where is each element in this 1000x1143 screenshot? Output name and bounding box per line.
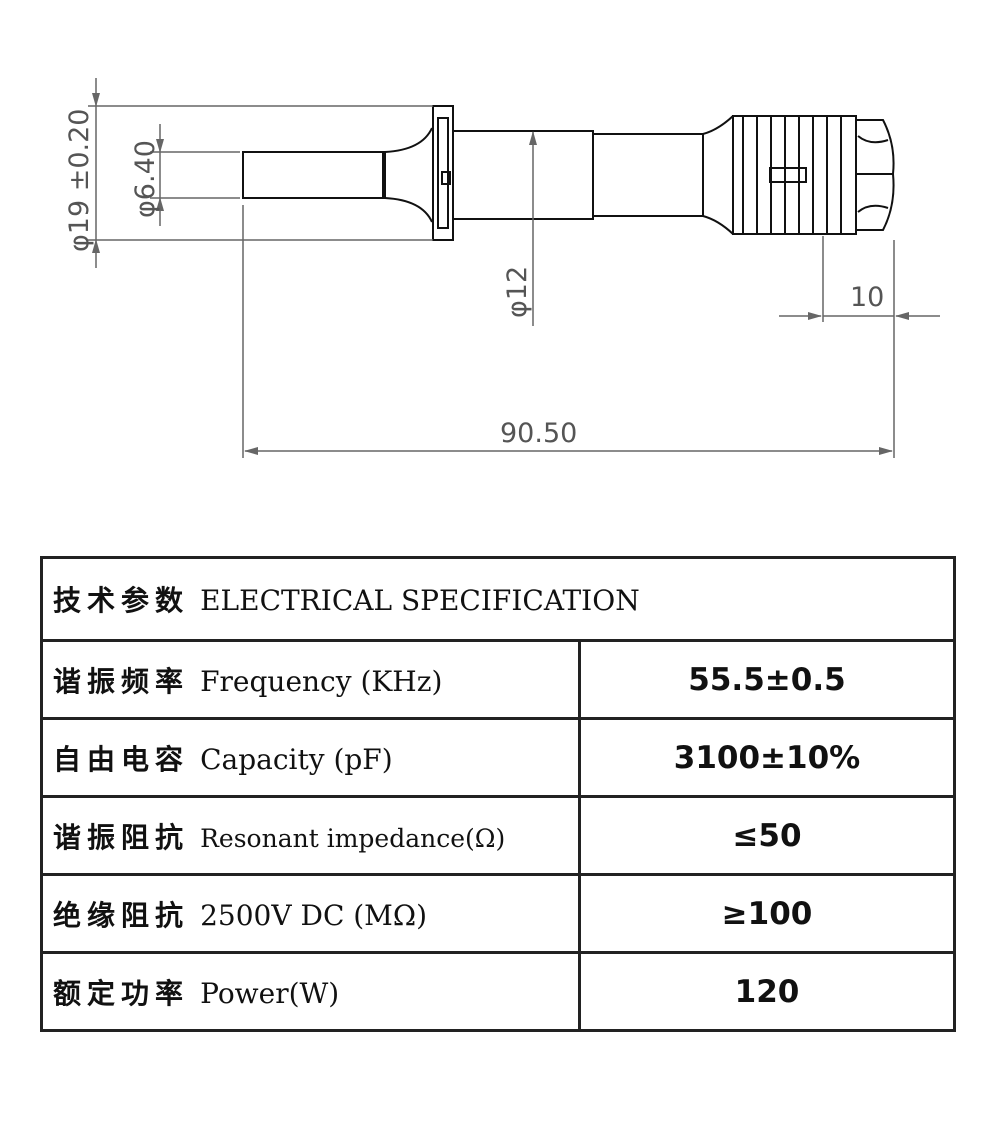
- spec-table-header: 技术参数 ELECTRICAL SPECIFICATION: [43, 559, 953, 639]
- row-value: ≥100: [721, 895, 813, 932]
- row-label-en: Power(W): [200, 976, 340, 1010]
- row-label-en: Frequency (KHz): [200, 664, 443, 698]
- table-row: 谐振阻抗 Resonant impedance(Ω) ≤50: [43, 795, 953, 873]
- row-value: 120: [734, 973, 800, 1010]
- dim-total-length: 90.50: [500, 418, 577, 449]
- dim-body-dia: φ12: [502, 266, 533, 318]
- table-row: 谐振频率 Frequency (KHz) 55.5±0.5: [43, 639, 953, 717]
- dimension-lines: [88, 78, 940, 458]
- row-label-cn: 谐振频率: [53, 664, 190, 698]
- row-label-cn: 额定功率: [53, 976, 190, 1010]
- row-label-en: Capacity (pF): [200, 742, 393, 776]
- table-row: 额定功率 Power(W) 120: [43, 951, 953, 1029]
- table-row: 绝缘阻抗 2500V DC (MΩ) ≥100: [43, 873, 953, 951]
- row-label-en: Resonant impedance(Ω): [200, 823, 506, 853]
- table-row: 自由电容 Capacity (pF) 3100±10%: [43, 717, 953, 795]
- dim-flange-dia: φ19 ±0.20: [64, 109, 95, 253]
- transducer-drawing: φ19 ±0.20 φ6.40 φ12 10 90.50: [64, 78, 940, 458]
- row-label-cn: 自由电容: [53, 742, 190, 776]
- spec-table: 技术参数 ELECTRICAL SPECIFICATION 谐振频率 Frequ…: [40, 556, 956, 1032]
- transducer-outline: [242, 105, 895, 241]
- row-value: 3100±10%: [673, 739, 861, 776]
- row-label-cn: 绝缘阻抗: [53, 898, 190, 932]
- row-value: ≤50: [732, 817, 802, 854]
- row-label-en: 2500V DC (MΩ): [200, 898, 427, 932]
- row-label-cn: 谐振阻抗: [53, 820, 190, 854]
- dim-tip-dia: φ6.40: [130, 140, 161, 218]
- row-value: 55.5±0.5: [688, 661, 846, 698]
- header-en: ELECTRICAL SPECIFICATION: [200, 584, 640, 617]
- dim-nut-length: 10: [850, 282, 884, 313]
- header-cn: 技术参数: [53, 584, 190, 617]
